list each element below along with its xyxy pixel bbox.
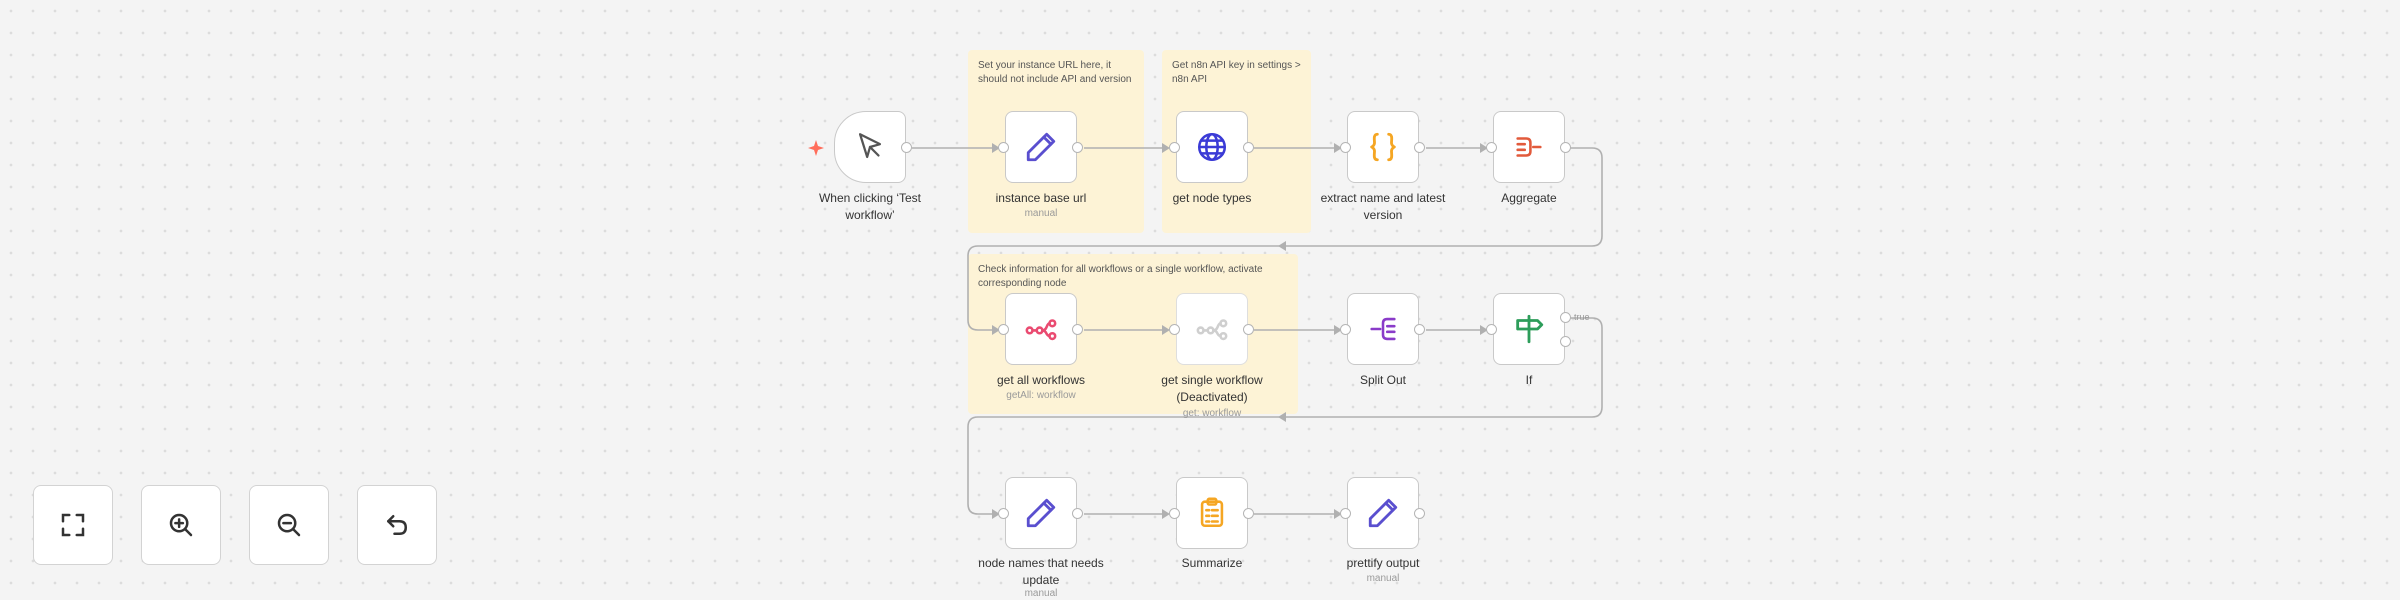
node-label: If	[1525, 373, 1533, 387]
node-node-names-update[interactable]	[1005, 477, 1077, 549]
input-handle[interactable]	[1169, 324, 1180, 335]
node-if[interactable]	[1493, 293, 1565, 365]
pencil-icon	[1368, 498, 1398, 528]
node-label: Split Out	[1359, 373, 1407, 387]
node-label: extract name and latest version	[1320, 191, 1446, 222]
node-prettify-output[interactable]	[1347, 477, 1419, 549]
output-handle[interactable]	[1414, 142, 1425, 153]
arrowhead	[1334, 509, 1342, 519]
zoom-out-icon	[277, 513, 301, 537]
output-handle[interactable]	[1072, 324, 1083, 335]
braces-icon	[1370, 132, 1396, 162]
output-handle[interactable]	[1243, 508, 1254, 519]
node-get-node-types[interactable]	[1176, 111, 1248, 183]
arrowhead	[992, 143, 1000, 153]
node-label: node names that needs update	[978, 556, 1104, 587]
clipboard-icon	[1200, 497, 1224, 528]
node-label: Aggregate	[1501, 191, 1557, 205]
node-label: get node types	[1172, 191, 1252, 205]
reset-icon	[387, 515, 407, 535]
n8n-icon	[1025, 319, 1057, 341]
fit-view-button[interactable]	[33, 485, 113, 565]
arrowhead	[1334, 325, 1342, 335]
fit-view-icon	[61, 513, 85, 537]
input-handle[interactable]	[998, 142, 1009, 153]
output-handle-false[interactable]	[1560, 336, 1571, 347]
output-handle-true[interactable]	[1560, 312, 1571, 323]
globe-icon	[1197, 132, 1227, 162]
output-handle[interactable]	[1072, 142, 1083, 153]
arrowhead	[1480, 143, 1488, 153]
node-subtitle: manual	[1024, 588, 1058, 599]
input-handle[interactable]	[1340, 508, 1351, 519]
input-handle[interactable]	[1340, 324, 1351, 335]
sticky-note-text: Set your instance URL here, it should no…	[978, 60, 1132, 85]
node-subtitle: getAll: workflow	[1006, 390, 1076, 401]
output-handle[interactable]	[1414, 324, 1425, 335]
sticky-note-text: Check information for all workflows or a…	[978, 264, 1263, 289]
output-handle[interactable]	[1560, 142, 1571, 153]
output-handle[interactable]	[901, 142, 912, 153]
input-handle[interactable]	[998, 508, 1009, 519]
arrowhead	[1162, 143, 1170, 153]
arrowhead	[1334, 143, 1342, 153]
input-handle[interactable]	[1486, 324, 1497, 335]
arrowhead	[992, 509, 1000, 519]
node-label: When clicking ‘Test workflow’	[818, 191, 922, 222]
node-summarize[interactable]	[1176, 477, 1248, 549]
trigger-star-icon	[808, 140, 824, 156]
node-subtitle: get: workflow	[1182, 408, 1242, 419]
input-handle[interactable]	[1169, 508, 1180, 519]
input-handle[interactable]	[1340, 142, 1351, 153]
node-aggregate[interactable]	[1493, 111, 1565, 183]
arrowhead	[1480, 325, 1488, 335]
node-subtitle: manual	[1024, 208, 1058, 219]
node-get-all-workflows[interactable]	[1005, 293, 1077, 365]
signpost-icon	[1516, 314, 1544, 344]
node-manual-trigger[interactable]	[834, 111, 906, 183]
output-handle[interactable]	[1243, 324, 1254, 335]
sticky-note-instance[interactable]: Set your instance URL here, it should no…	[968, 50, 1144, 233]
node-instance-base-url[interactable]	[1005, 111, 1077, 183]
pencil-icon	[1026, 498, 1056, 528]
zoom-in-icon	[169, 513, 193, 537]
output-handle[interactable]	[1414, 508, 1425, 519]
node-split-out[interactable]	[1347, 293, 1419, 365]
pencil-icon	[1026, 132, 1056, 162]
arrowhead	[1162, 509, 1170, 519]
arrowhead	[1278, 241, 1286, 251]
node-label: Summarize	[1181, 556, 1243, 570]
node-extract-name[interactable]	[1347, 111, 1419, 183]
node-label: prettify output	[1346, 556, 1420, 570]
output-handle[interactable]	[1072, 508, 1083, 519]
output-handle[interactable]	[1243, 142, 1254, 153]
node-subtitle: manual	[1366, 573, 1400, 584]
input-handle[interactable]	[1486, 142, 1497, 153]
arrowhead	[1278, 412, 1286, 422]
zoom-in-button[interactable]	[141, 485, 221, 565]
arrowhead	[1162, 325, 1170, 335]
n8n-icon	[1196, 319, 1228, 341]
aggregate-icon	[1516, 137, 1542, 157]
cursor-icon	[858, 133, 882, 159]
arrowhead	[992, 325, 1000, 335]
node-get-single-workflow[interactable]	[1176, 293, 1248, 365]
input-handle[interactable]	[1169, 142, 1180, 153]
input-handle[interactable]	[998, 324, 1009, 335]
node-label: instance base url	[995, 191, 1087, 205]
sticky-note-text: Get n8n API key in settings > n8n API	[1172, 60, 1301, 85]
node-label: get all workflows	[996, 373, 1086, 387]
node-label: get single workflow (Deactivated)	[1161, 373, 1263, 404]
reset-zoom-button[interactable]	[357, 485, 437, 565]
zoom-out-button[interactable]	[249, 485, 329, 565]
split-icon	[1370, 317, 1396, 341]
port-label-true: true	[1574, 312, 1590, 322]
